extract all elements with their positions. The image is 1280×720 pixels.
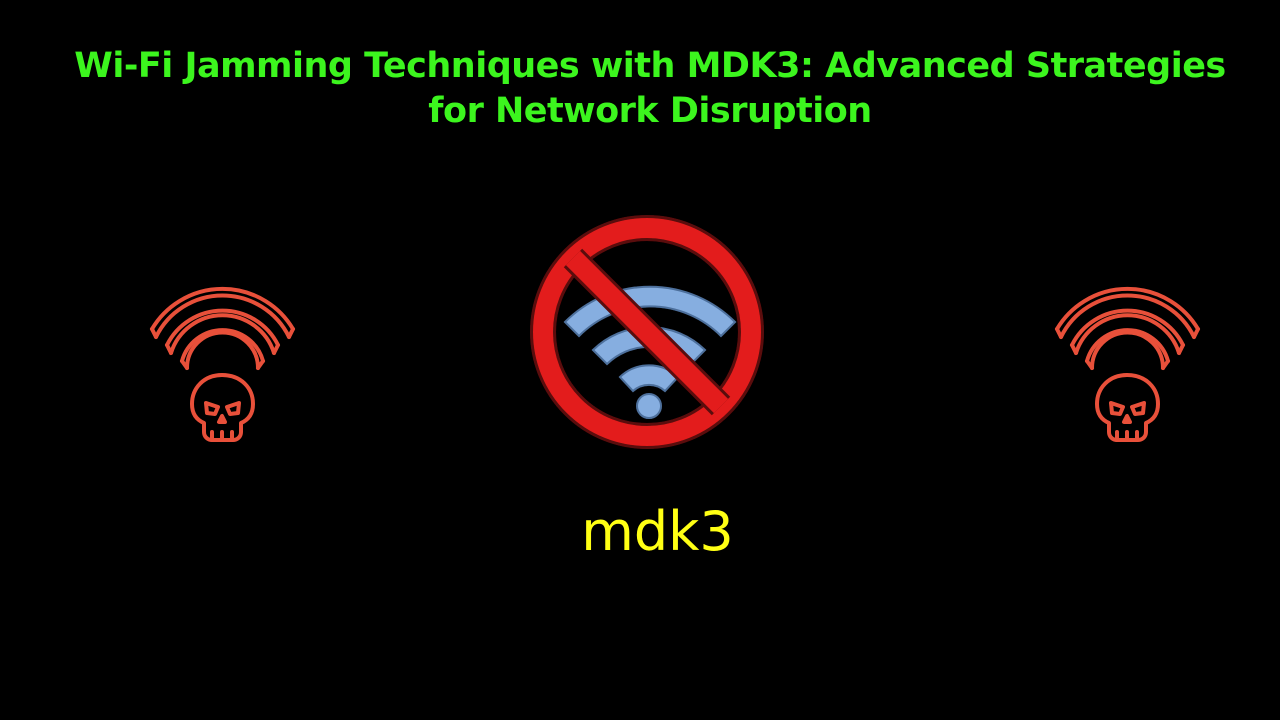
page-title: Wi-Fi Jamming Techniques with MDK3: Adva…: [40, 44, 1260, 134]
no-wifi-icon: [525, 210, 770, 455]
wifi-skull-icon: [1045, 285, 1210, 450]
title-line-2: for Network Disruption: [428, 91, 872, 131]
wifi-skull-icon: [140, 285, 305, 450]
title-line-1: Wi-Fi Jamming Techniques with MDK3: Adva…: [74, 46, 1226, 86]
tool-name-caption: mdk3: [581, 500, 734, 563]
